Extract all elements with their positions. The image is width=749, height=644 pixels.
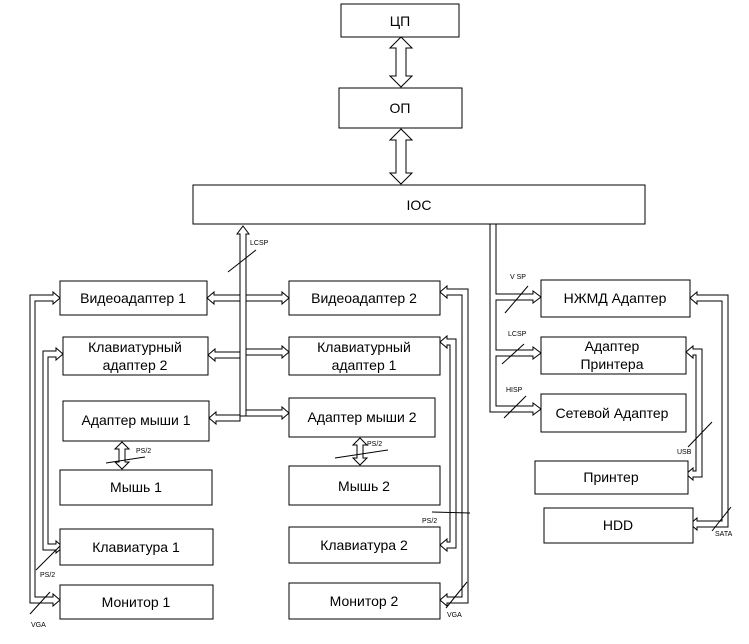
cpu-label: ЦП — [390, 13, 410, 29]
link-mouse1 — [113, 441, 131, 470]
printer-adapter-label-line1: Адаптер — [585, 338, 640, 354]
video-adapter2-label: Видеоадаптер 2 — [311, 290, 417, 306]
vesp-slash — [504, 285, 529, 314]
lcsp-printer-slash — [501, 343, 525, 365]
link-printer-usb — [685, 344, 703, 482]
ps2-mouse1-label: PS/2 — [136, 448, 151, 455]
ram-block: ОП — [338, 87, 463, 129]
mouse-adapter1-label: Адаптер мыши 1 — [81, 412, 190, 428]
printer-label: Принтер — [583, 469, 638, 485]
hdd-block: HDD — [543, 507, 694, 544]
cpu-block: ЦП — [340, 3, 460, 38]
usb-slash — [687, 421, 713, 448]
fdd-adapter-label: НЖМД Адаптер — [564, 290, 667, 306]
kbd-adapter1-label-line1: Клавиатурный — [317, 339, 411, 355]
link-video1 — [206, 290, 241, 306]
hisp-label: HISP — [506, 387, 523, 394]
kbd-adapter1-block: Клавиатурный адаптер 1 — [288, 336, 441, 376]
kbd-adapter2-block: Клавиатурный адаптер 2 — [62, 336, 209, 376]
mouse-adapter1-block: Адаптер мыши 1 — [62, 400, 210, 442]
link-kbd1-keyboard2 — [439, 334, 457, 553]
mouse2-label: Мышь 2 — [338, 478, 390, 494]
ps2-kbd2-slash — [431, 511, 471, 514]
mouse-adapter2-block: Адаптер мыши 2 — [288, 397, 436, 438]
vga2-slash — [445, 581, 468, 609]
video-adapter1-label: Видеоадаптер 1 — [80, 290, 186, 306]
link-mouse-adapter1 — [208, 410, 241, 426]
monitor1-block: Монитор 1 — [59, 584, 214, 620]
sata-slash — [711, 506, 732, 532]
sata-label: SATA — [715, 531, 733, 538]
kbd-adapter2-label-line2: адаптер 2 — [103, 357, 168, 373]
link-mouse2 — [351, 437, 369, 466]
ram-ioc-link — [388, 128, 414, 185]
hdd-label: HDD — [603, 517, 633, 533]
ioc-right-bus — [489, 223, 542, 416]
lcsp-printer-label: LCSP — [508, 331, 527, 338]
vga1-label: VGA — [31, 622, 46, 629]
video-adapter2-block: Видеоадаптер 2 — [288, 280, 441, 316]
ioc-label: IOC — [407, 197, 432, 213]
printer-adapter-block: Адаптер Принтера — [540, 336, 687, 375]
ps2-mouse1-slash — [105, 456, 146, 464]
lcsp-bus-slash — [227, 249, 257, 273]
monitor2-block: Монитор 2 — [288, 582, 441, 620]
network-adapter-label: Сетевой Адаптер — [556, 405, 669, 421]
ps2-kbd1-slash — [35, 543, 63, 571]
fdd-adapter-block: НЖМД Адаптер — [540, 279, 691, 318]
ps2-kbd2-label: PS/2 — [422, 518, 437, 525]
mouse2-block: Мышь 2 — [288, 465, 441, 506]
lcsp-bus — [236, 225, 250, 417]
lcsp-bus-label: LCSP — [250, 240, 269, 247]
mouse1-label: Мышь 1 — [110, 479, 162, 495]
vga1-slash — [29, 591, 51, 615]
hisp-slash — [503, 395, 527, 419]
cpu-ram-link — [388, 36, 414, 88]
keyboard1-label: Клавиатура 1 — [92, 539, 180, 555]
usb-label: USB — [677, 449, 692, 456]
ps2-kbd1-label: PS/2 — [40, 572, 55, 579]
printer-adapter-label-line2: Принтера — [580, 356, 643, 372]
keyboard1-block: Клавиатура 1 — [59, 528, 214, 566]
mouse-adapter2-label: Адаптер мыши 2 — [307, 409, 416, 425]
link-kbd1 — [245, 344, 290, 360]
ps2-mouse2-label: PS/2 — [367, 441, 382, 448]
kbd-adapter1-label-line2: адаптер 1 — [332, 357, 397, 373]
keyboard2-label: Клавиатура 2 — [320, 537, 408, 553]
video-adapter1-block: Видеоадаптер 1 — [59, 280, 208, 316]
link-kbd2-keyboard1 — [42, 346, 64, 555]
monitor1-label: Монитор 1 — [102, 594, 171, 610]
vga2-label: VGA — [447, 612, 462, 619]
keyboard2-block: Клавиатура 2 — [288, 526, 441, 564]
ps2-mouse2-slash — [334, 449, 389, 459]
link-video2 — [245, 290, 290, 306]
mouse1-block: Мышь 1 — [59, 469, 213, 506]
vesp-label: V SP — [510, 274, 526, 281]
ioc-block: IOC — [192, 184, 646, 225]
kbd-adapter2-label-line1: Клавиатурный — [88, 339, 182, 355]
monitor2-label: Монитор 2 — [330, 593, 399, 609]
link-mouse-adapter2 — [245, 405, 290, 421]
ram-label: ОП — [390, 100, 411, 116]
network-adapter-block: Сетевой Адаптер — [540, 393, 687, 433]
printer-block: Принтер — [534, 460, 689, 495]
link-kbd2 — [207, 347, 241, 363]
